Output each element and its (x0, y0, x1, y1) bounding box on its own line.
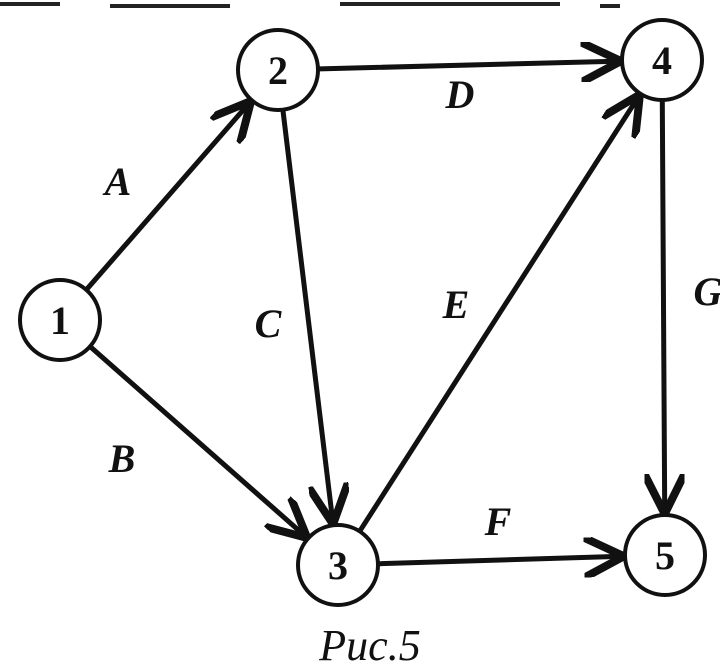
edge-label-f: F (484, 499, 512, 544)
edge-arrow-b (89, 345, 304, 535)
node-circle (620, 18, 704, 102)
edge-arrow-c (280, 109, 332, 520)
edge-label-d: D (445, 72, 475, 117)
node-label: 4 (652, 38, 672, 83)
edge-arrow-a (85, 105, 248, 291)
node-circle (296, 523, 380, 607)
node-circle (18, 278, 102, 362)
edge-arrow-f (377, 556, 619, 563)
node-label: 3 (328, 543, 348, 588)
edge-label-g: G (694, 269, 720, 314)
node-1: 1 (18, 278, 102, 362)
node-label: 2 (268, 48, 288, 93)
edge-arrow-d (317, 61, 616, 69)
edge-arrow-g (662, 99, 664, 509)
edge-label-c: C (255, 301, 283, 346)
edge-labels-layer: A B C D E F G (102, 72, 720, 544)
edge-label-e: E (442, 282, 470, 327)
node-circle (236, 28, 320, 112)
node-label: 5 (655, 533, 675, 578)
node-label: 1 (50, 298, 70, 343)
node-3: 3 (296, 523, 380, 607)
edge-arrow-e (358, 99, 638, 533)
node-4: 4 (620, 18, 704, 102)
edge-label-b: B (108, 436, 136, 481)
edges-layer (85, 61, 665, 564)
cropped-top-text (0, 0, 720, 14)
figure-caption: Рис.5 (318, 621, 420, 664)
node-2: 2 (236, 28, 320, 112)
node-circle (623, 513, 707, 597)
edge-label-a: A (102, 159, 132, 204)
node-5: 5 (623, 513, 707, 597)
nodes-layer: 1 2 3 4 5 (18, 18, 707, 607)
